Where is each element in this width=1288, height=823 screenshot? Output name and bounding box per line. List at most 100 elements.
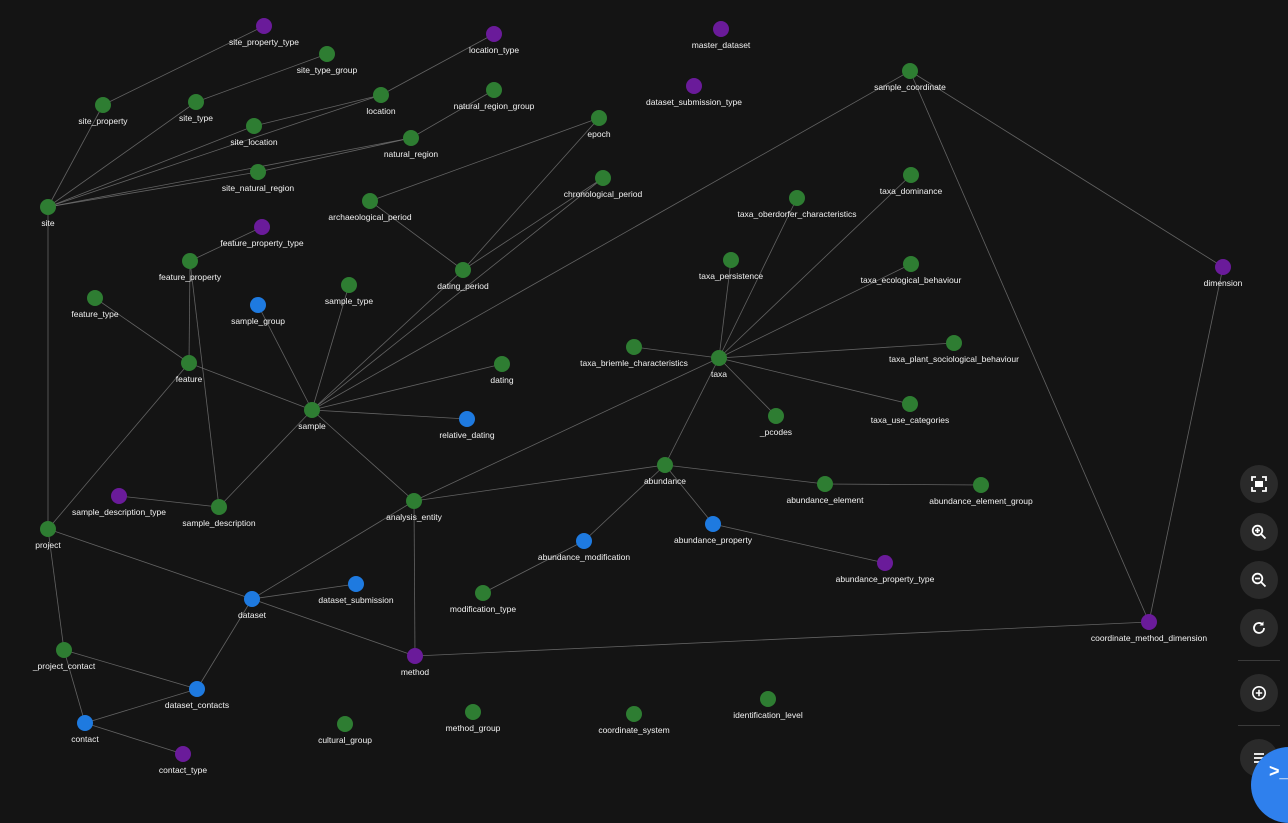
node-circle[interactable] [56,642,72,658]
node-circle[interactable] [246,118,262,134]
node-circle[interactable] [403,130,419,146]
node-circle[interactable] [175,746,191,762]
node-project[interactable]: project [35,521,61,550]
node-method_group[interactable]: method_group [446,704,501,733]
node-circle[interactable] [406,493,422,509]
node-site_location[interactable]: site_location [230,118,278,147]
node-circle[interactable] [407,648,423,664]
node-circle[interactable] [188,94,204,110]
node-circle[interactable] [77,715,93,731]
node-epoch[interactable]: epoch [587,110,611,139]
node-circle[interactable] [319,46,335,62]
node-taxa_use_categories[interactable]: taxa_use_categories [871,396,949,425]
node-chronological_period[interactable]: chronological_period [564,170,643,199]
node-circle[interactable] [341,277,357,293]
node-circle[interactable] [244,591,260,607]
node-circle[interactable] [304,402,320,418]
node-circle[interactable] [337,716,353,732]
node-abundance_property_type[interactable]: abundance_property_type [836,555,935,584]
node-taxa_dominance[interactable]: taxa_dominance [880,167,943,196]
zoom-out-button[interactable] [1240,561,1278,599]
add-button[interactable] [1240,674,1278,712]
node-natural_region[interactable]: natural_region [384,130,439,159]
node-circle[interactable] [111,488,127,504]
node-dating[interactable]: dating [490,356,514,385]
node-site[interactable]: site [40,199,56,228]
node-taxa[interactable]: taxa [711,350,727,379]
node-circle[interactable] [626,706,642,722]
node-sample_type[interactable]: sample_type [325,277,373,306]
reset-button[interactable] [1240,609,1278,647]
node-circle[interactable] [87,290,103,306]
node-abundance_property[interactable]: abundance_property [674,516,753,545]
node-circle[interactable] [686,78,702,94]
node-circle[interactable] [181,355,197,371]
node-circle[interactable] [768,408,784,424]
node-circle[interactable] [877,555,893,571]
node-circle[interactable] [595,170,611,186]
node-circle[interactable] [903,256,919,272]
node-circle[interactable] [189,681,205,697]
node-abundance_element[interactable]: abundance_element [786,476,864,505]
node-circle[interactable] [973,477,989,493]
node-sample_description_type[interactable]: sample_description_type [72,488,166,517]
node-circle[interactable] [256,18,272,34]
node-feature[interactable]: feature [176,355,203,384]
node-dating_period[interactable]: dating_period [437,262,489,291]
node-circle[interactable] [486,82,502,98]
node-circle[interactable] [902,63,918,79]
node-taxa_plant_sociological_behaviour[interactable]: taxa_plant_sociological_behaviour [889,335,1019,364]
node-circle[interactable] [465,704,481,720]
node-circle[interactable] [459,411,475,427]
node-sample_coordinate[interactable]: sample_coordinate [874,63,946,92]
node-abundance[interactable]: abundance [644,457,686,486]
node-abundance_modification[interactable]: abundance_modification [538,533,630,562]
node-sample_group[interactable]: sample_group [231,297,285,326]
node-circle[interactable] [657,457,673,473]
node-site_type_group[interactable]: site_type_group [297,46,358,75]
node-circle[interactable] [95,97,111,113]
node-circle[interactable] [362,193,378,209]
node-feature_property_type[interactable]: feature_property_type [220,219,304,248]
node-dimension[interactable]: dimension [1204,259,1243,288]
node-circle[interactable] [903,167,919,183]
node-_project_contact[interactable]: _project_contact [32,642,96,671]
node-abundance_element_group[interactable]: abundance_element_group [929,477,1033,506]
node-identification_level[interactable]: identification_level [733,691,803,720]
node-site_natural_region[interactable]: site_natural_region [222,164,295,193]
node-cultural_group[interactable]: cultural_group [318,716,372,745]
node-dataset_submission[interactable]: dataset_submission [318,576,394,605]
node-contact_type[interactable]: contact_type [159,746,207,775]
node-relative_dating[interactable]: relative_dating [439,411,495,440]
node-circle[interactable] [250,297,266,313]
node-circle[interactable] [455,262,471,278]
node-circle[interactable] [1141,614,1157,630]
node-circle[interactable] [40,521,56,537]
node-circle[interactable] [591,110,607,126]
node-taxa_briemle_characteristics[interactable]: taxa_briemle_characteristics [580,339,688,368]
node-circle[interactable] [486,26,502,42]
node-circle[interactable] [494,356,510,372]
node-method[interactable]: method [401,648,430,677]
node-location_type[interactable]: location_type [469,26,519,55]
node-analysis_entity[interactable]: analysis_entity [386,493,443,522]
node-sample[interactable]: sample [298,402,326,431]
node-site_type[interactable]: site_type [179,94,213,123]
node-coordinate_system[interactable]: coordinate_system [598,706,670,735]
node-master_dataset[interactable]: master_dataset [692,21,751,50]
zoom-in-button[interactable] [1240,513,1278,551]
node-circle[interactable] [182,253,198,269]
node-circle[interactable] [254,219,270,235]
node-circle[interactable] [789,190,805,206]
node-dataset_contacts[interactable]: dataset_contacts [165,681,229,710]
node-circle[interactable] [760,691,776,707]
node-location[interactable]: location [366,87,396,116]
node-dataset[interactable]: dataset [238,591,267,620]
node-natural_region_group[interactable]: natural_region_group [454,82,535,111]
node-sample_description[interactable]: sample_description [182,499,256,528]
node-circle[interactable] [373,87,389,103]
node-circle[interactable] [817,476,833,492]
node-circle[interactable] [711,350,727,366]
node-archaeological_period[interactable]: archaeological_period [328,193,412,222]
node-site_property[interactable]: site_property [78,97,128,126]
